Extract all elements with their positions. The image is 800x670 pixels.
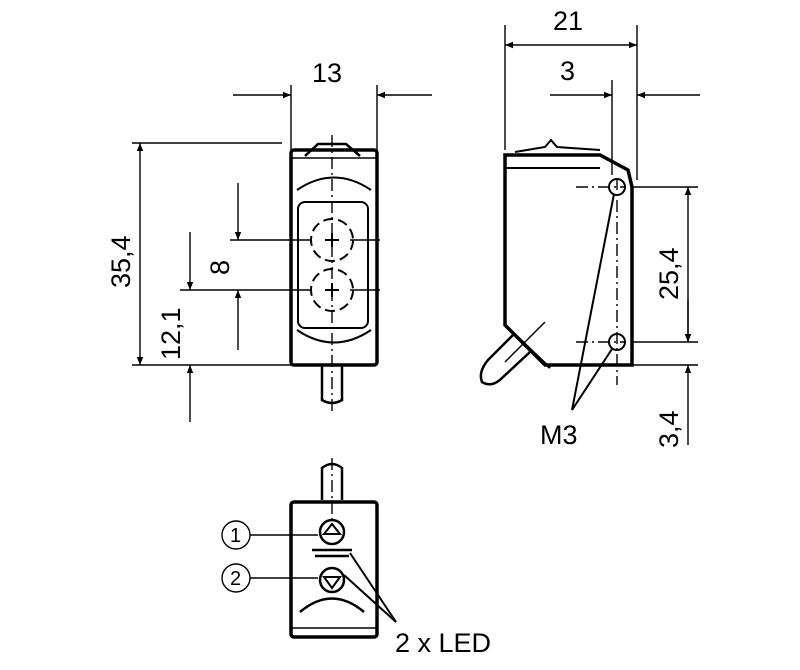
label-thread: M3 [540, 420, 578, 450]
dim-width-front: 13 [312, 58, 342, 88]
dim-lens-spacing: 8 [205, 260, 235, 275]
dim-height-total: 35,4 [106, 235, 136, 288]
callout-2: 2 [230, 568, 241, 590]
dim-lens-offset: 12,1 [156, 307, 186, 360]
front-view: 13 35,4 8 12,1 [106, 58, 432, 422]
dim-hole-bottom: 3,4 [654, 410, 684, 448]
callout-1: 1 [230, 525, 241, 547]
dim-hole-spacing: 25,4 [654, 247, 684, 300]
label-led: 2 x LED [395, 628, 491, 658]
callout-1-circle [221, 520, 251, 550]
bottom-view: 1 2 2 x LED [221, 458, 491, 658]
dim-hole-offset: 3 [560, 56, 575, 86]
dim-width-side: 21 [553, 6, 583, 36]
side-view: 21 3 25,4 3,4 M3 [479, 6, 700, 450]
callout-2-circle [221, 563, 251, 593]
